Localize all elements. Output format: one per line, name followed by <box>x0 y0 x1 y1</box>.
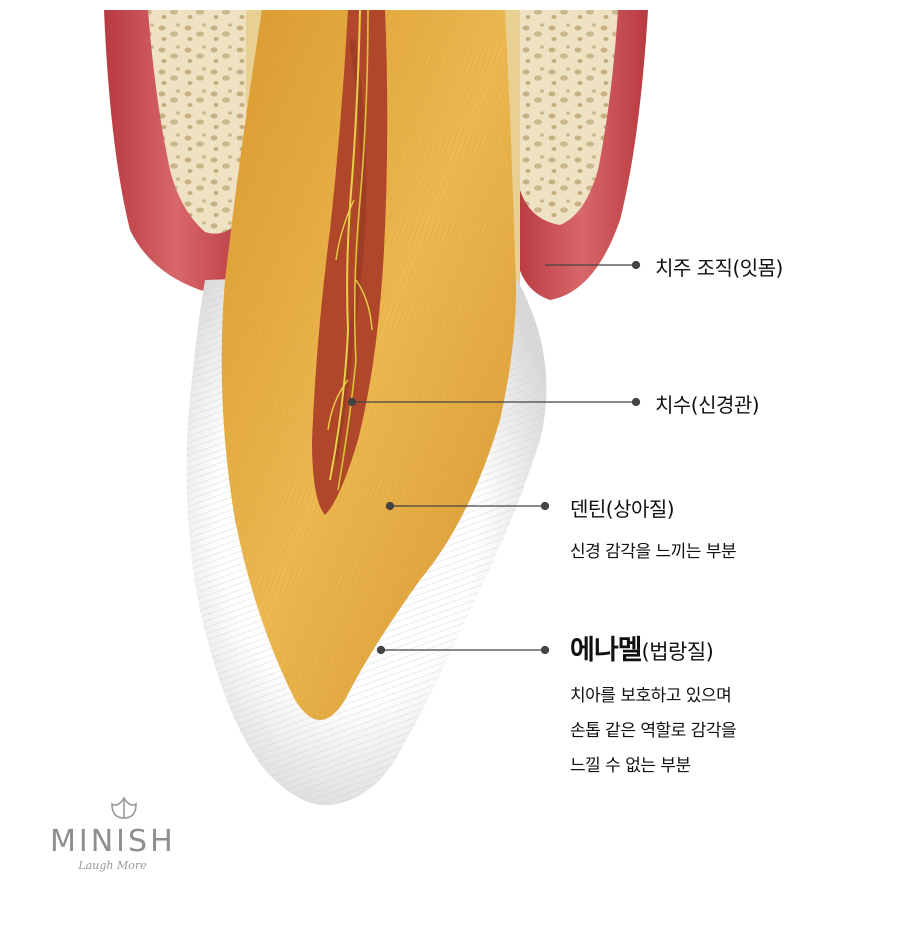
pulp <box>312 10 388 515</box>
label-enamel-bold: 에나멜 <box>570 635 643 666</box>
dot-periodontal-tip <box>631 260 641 270</box>
brand-name: MINISH <box>50 824 176 859</box>
dot-enamel-start <box>376 645 386 655</box>
dot-pulp-start <box>347 397 357 407</box>
label-dentin: 덴틴(상아질) <box>570 497 675 521</box>
nerve-3 <box>327 199 373 431</box>
nerve-1 <box>329 9 361 481</box>
nerve-2 <box>337 9 369 491</box>
label-pulp: 치수(신경관) <box>655 393 760 417</box>
bone-right <box>520 10 618 225</box>
brand: MINISH Laugh More <box>50 795 176 873</box>
label-dentin-desc: 신경 감각을 느끼는 부분 <box>570 542 737 562</box>
label-enamel-desc-1: 치아를 보호하고 있으며 <box>570 686 732 706</box>
brand-tagline: Laugh More <box>78 859 147 872</box>
label-enamel-desc-3: 느낄 수 없는 부분 <box>570 756 691 776</box>
brand-logo-icon <box>111 796 137 819</box>
label-enamel: 에나멜(법랑질) <box>570 628 714 667</box>
dot-dentin-tip <box>540 501 550 511</box>
label-enamel-rest: (법랑질) <box>641 640 714 664</box>
label-enamel-desc-2: 손톱 같은 역할로 감각을 <box>570 721 737 741</box>
leader-lines <box>347 260 641 655</box>
dot-enamel-tip <box>540 645 550 655</box>
label-periodontal: 치주 조직(잇몸) <box>655 256 783 280</box>
dot-dentin-start <box>385 501 395 511</box>
dot-pulp-tip <box>631 397 641 407</box>
bone-left <box>148 10 246 234</box>
